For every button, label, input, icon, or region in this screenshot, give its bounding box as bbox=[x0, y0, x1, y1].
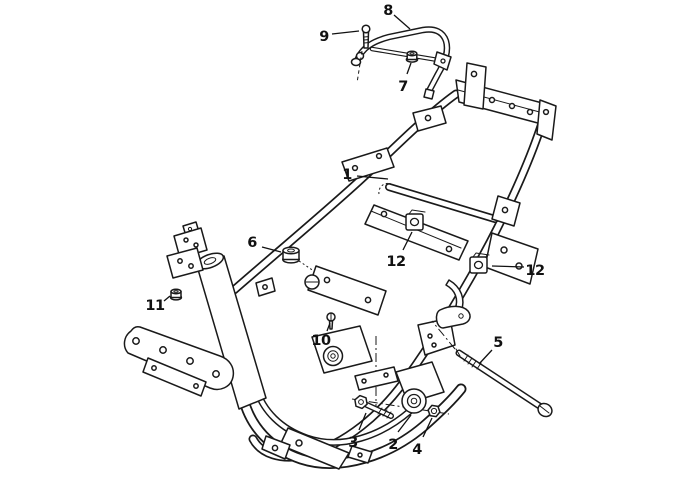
bolt-9 bbox=[356, 24, 371, 84]
nut-4 bbox=[427, 404, 441, 418]
leader-line-3 bbox=[358, 412, 367, 431]
clip-nut-12a bbox=[405, 209, 426, 231]
pivot-bracket bbox=[417, 279, 471, 356]
nut-11 bbox=[169, 288, 183, 301]
callout-6: 6 bbox=[247, 235, 257, 251]
callout-10: 10 bbox=[311, 333, 331, 349]
nut-6 bbox=[282, 246, 343, 291]
floor-brackets bbox=[261, 427, 373, 470]
rear-frame-brackets bbox=[341, 62, 557, 285]
callout-1: 1 bbox=[342, 167, 352, 183]
engine-bracket-arm bbox=[123, 326, 235, 397]
callout-5: 5 bbox=[493, 335, 503, 351]
bolt-5 bbox=[431, 320, 553, 418]
leader-line-7 bbox=[406, 62, 412, 75]
leader-line-12b bbox=[491, 265, 525, 268]
callout-4: 4 bbox=[412, 442, 422, 458]
frame-rails-part1 bbox=[234, 94, 544, 457]
nut-7 bbox=[405, 50, 419, 63]
leader-line-6 bbox=[261, 246, 282, 253]
callout-7: 7 bbox=[398, 79, 408, 95]
callout-8: 8 bbox=[383, 3, 393, 19]
leader-line-5 bbox=[478, 349, 493, 365]
clip-nut-12b bbox=[469, 252, 490, 274]
callout-12b: 12 bbox=[525, 263, 545, 279]
head-tube-assembly bbox=[166, 221, 276, 410]
leader-line-2 bbox=[397, 414, 412, 433]
leader-line-8 bbox=[393, 14, 411, 30]
leader-line-12a bbox=[402, 231, 413, 251]
callout-3: 3 bbox=[348, 435, 358, 451]
callout-leader-lines bbox=[163, 14, 525, 438]
leader-line-9 bbox=[331, 30, 360, 35]
leader-line-10 bbox=[326, 322, 331, 332]
leader-line-11 bbox=[163, 295, 171, 302]
bolt-3 bbox=[354, 394, 391, 418]
engine-mount-assembly bbox=[304, 265, 450, 415]
callout-9: 9 bbox=[319, 29, 329, 45]
callout-12a: 12 bbox=[386, 254, 406, 270]
rear-carrier-part8 bbox=[350, 29, 452, 100]
callout-11: 11 bbox=[145, 298, 165, 314]
leader-line-4 bbox=[422, 417, 433, 438]
callout-2: 2 bbox=[388, 437, 398, 453]
leader-line-1 bbox=[356, 175, 389, 180]
bushing-2 bbox=[401, 388, 427, 414]
